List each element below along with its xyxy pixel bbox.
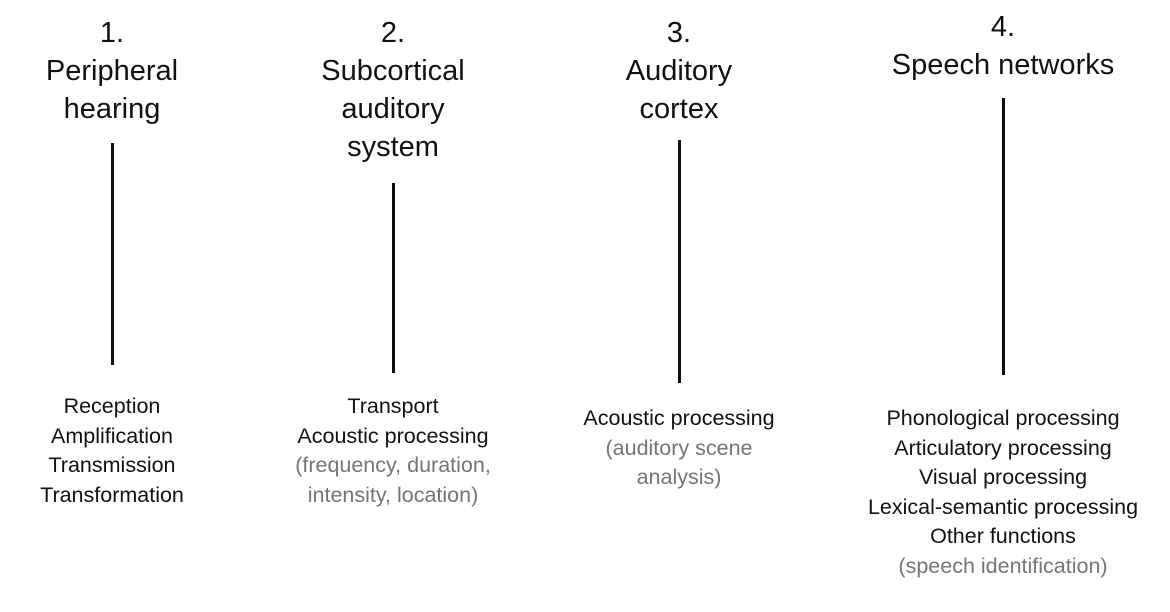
column-title-line: Auditory xyxy=(625,55,733,87)
column-number: 4. xyxy=(990,11,1016,43)
column-number: 3. xyxy=(666,17,692,49)
connector-line xyxy=(110,143,114,365)
column-title-line: auditory xyxy=(341,93,445,125)
list-item: (speech identification) xyxy=(898,553,1108,578)
function-list: Phonological processing Articulatory pro… xyxy=(853,404,1153,581)
function-list: Reception Amplification Transmission Tra… xyxy=(12,392,212,510)
column-title-line: cortex xyxy=(639,93,719,125)
column-number: 2. xyxy=(380,17,406,49)
list-item: intensity, location) xyxy=(307,482,479,507)
column-header: 4. Speech networks xyxy=(853,8,1153,84)
diagram-column-speech-networks: 4. Speech networks Phonological processi… xyxy=(853,0,1153,612)
column-title-line: system xyxy=(347,131,439,163)
column-title-line: Speech networks xyxy=(891,49,1115,81)
list-item: Acoustic processing xyxy=(297,423,489,448)
diagram-column-subcortical-auditory-system: 2. Subcortical auditory system Transport… xyxy=(283,0,503,612)
diagram-column-peripheral-hearing: 1. Peripheral hearing Reception Amplific… xyxy=(12,0,212,612)
list-item: Reception xyxy=(63,394,161,418)
list-item: analysis) xyxy=(636,465,722,489)
list-item: Phonological processing xyxy=(886,406,1120,430)
column-title-line: Peripheral xyxy=(45,55,179,87)
column-header: 1. Peripheral hearing xyxy=(12,14,212,128)
list-item: (frequency, duration, xyxy=(295,453,491,477)
list-item: Amplification xyxy=(51,423,173,448)
list-item: Transmission xyxy=(48,453,176,477)
connector-line xyxy=(391,183,395,373)
diagram-column-auditory-cortex: 3. Auditory cortex Acoustic processing (… xyxy=(569,0,789,612)
function-list: Transport Acoustic processing (frequency… xyxy=(283,392,503,510)
column-title-line: Subcortical xyxy=(321,55,465,87)
function-list: Acoustic processing (auditory scene anal… xyxy=(569,404,789,493)
list-item: Other functions xyxy=(930,524,1076,548)
connector-line xyxy=(1001,98,1005,375)
connector-line xyxy=(677,140,681,383)
column-header: 2. Subcortical auditory system xyxy=(283,14,503,166)
column-number: 1. xyxy=(99,17,125,49)
column-title-line: hearing xyxy=(63,93,161,125)
list-item: Lexical-semantic processing xyxy=(867,494,1139,519)
list-item: Transformation xyxy=(40,482,184,507)
list-item: Acoustic processing xyxy=(583,406,775,430)
list-item: Articulatory processing xyxy=(894,435,1112,460)
column-header: 3. Auditory cortex xyxy=(569,14,789,128)
list-item: (auditory scene xyxy=(605,435,753,460)
list-item: Transport xyxy=(347,394,439,418)
list-item: Visual processing xyxy=(918,465,1088,489)
